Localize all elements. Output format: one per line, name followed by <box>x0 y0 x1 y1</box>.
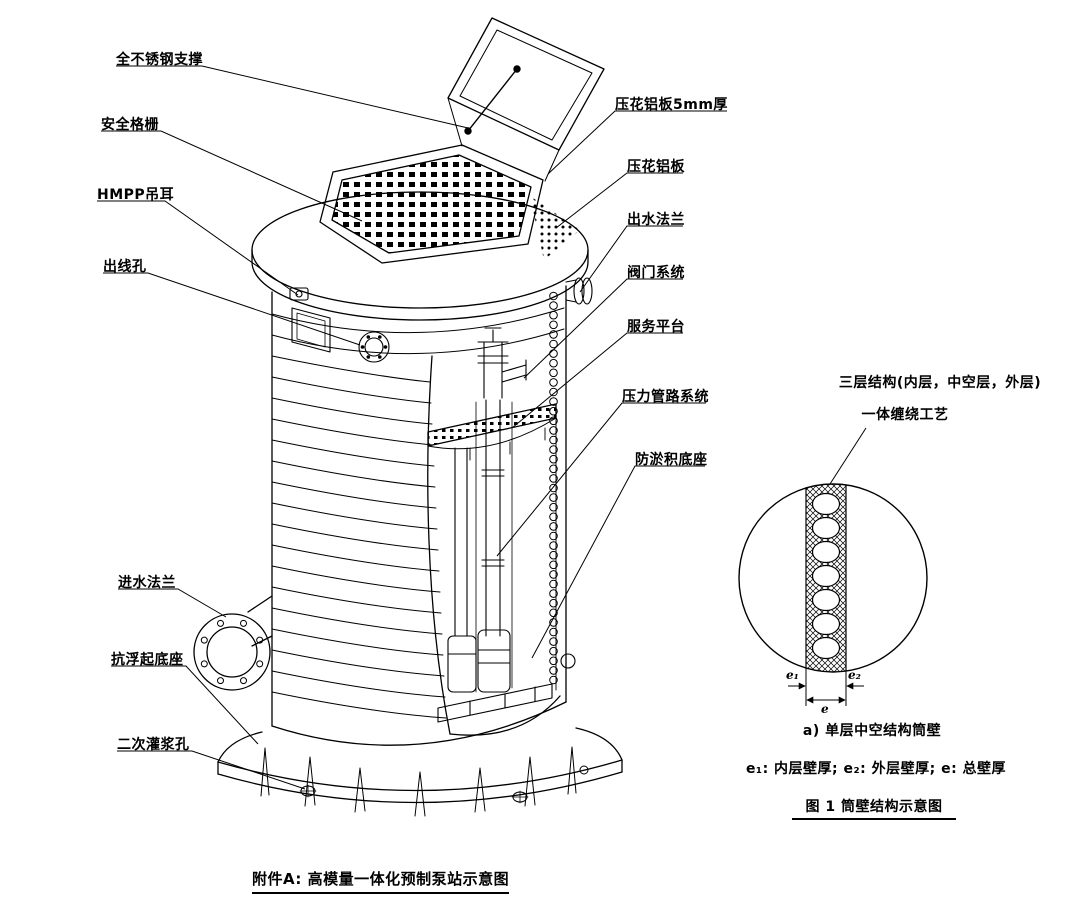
submersible-pumps <box>447 447 511 693</box>
base-gussets <box>260 746 577 817</box>
detail-note-line1: 三层结构(内层，中空层，外层) <box>838 375 1042 391</box>
chain-line <box>549 291 558 685</box>
footer-caption: 附件A: 高模量一体化预制泵站示意图 <box>252 868 510 894</box>
leader-lines <box>97 65 867 790</box>
inlet-flange-shape <box>193 595 273 691</box>
tank-body <box>271 285 567 746</box>
label-anti-floating-base: 抗浮起底座 <box>111 652 184 668</box>
label-secondary-grouting-hole: 二次灌浆孔 <box>117 737 190 753</box>
label-embossed-aluminum-plate-5mm: 压花铝板5mm厚 <box>615 97 728 113</box>
dim-e-label: e <box>821 702 829 716</box>
label-cable-outlet-hole: 出线孔 <box>103 259 147 275</box>
outlet-flange-shape <box>565 277 593 305</box>
figure-1-title: 图 1 筒壁结构示意图 <box>792 796 956 820</box>
base-ring-shape <box>217 727 623 804</box>
label-pressure-pipeline-system: 压力管路系统 <box>622 389 709 405</box>
valve-system-shape <box>477 327 527 399</box>
pressure-pipe-shape <box>475 399 513 693</box>
dim-e2-label: e₂ <box>848 668 861 682</box>
hollow-core-ellipses <box>811 492 841 660</box>
grouting-holes <box>299 765 589 804</box>
anti-silting-base-shape <box>437 653 576 723</box>
detail-legend: e₁: 内层壁厚; e₂: 外层壁厚; e: 总壁厚 <box>745 761 1007 777</box>
label-embossed-aluminum-plate: 压花铝板 <box>627 159 685 175</box>
cable-outlet-shape <box>291 307 390 363</box>
detail-note-line2: 一体缠绕工艺 <box>861 407 949 423</box>
support-rod <box>464 65 521 135</box>
tank-winding-ribs <box>271 307 565 719</box>
safety-grating-shape <box>319 144 544 264</box>
label-safety-grating: 安全格栅 <box>101 117 159 133</box>
label-hmpp-lifting-lug: HMPP吊耳 <box>97 187 175 203</box>
label-inlet-flange: 进水法兰 <box>118 575 176 591</box>
label-service-platform: 服务平台 <box>627 319 685 335</box>
wall-detail-circle <box>738 483 928 706</box>
embossed-plate-texture <box>530 196 580 260</box>
label-anti-silting-base: 防淤积底座 <box>635 452 708 468</box>
detail-caption-a: a) 单层中空结构筒壁 <box>802 723 942 739</box>
label-valve-system: 阀门系统 <box>627 265 685 281</box>
service-platform-shape <box>427 403 557 461</box>
hatch-lid <box>447 17 605 182</box>
label-stainless-steel-support: 全不锈钢支撑 <box>116 52 203 68</box>
label-outlet-flange: 出水法兰 <box>627 212 685 228</box>
dim-e1-label: e₁ <box>786 668 799 682</box>
dimension-lines <box>788 668 864 706</box>
